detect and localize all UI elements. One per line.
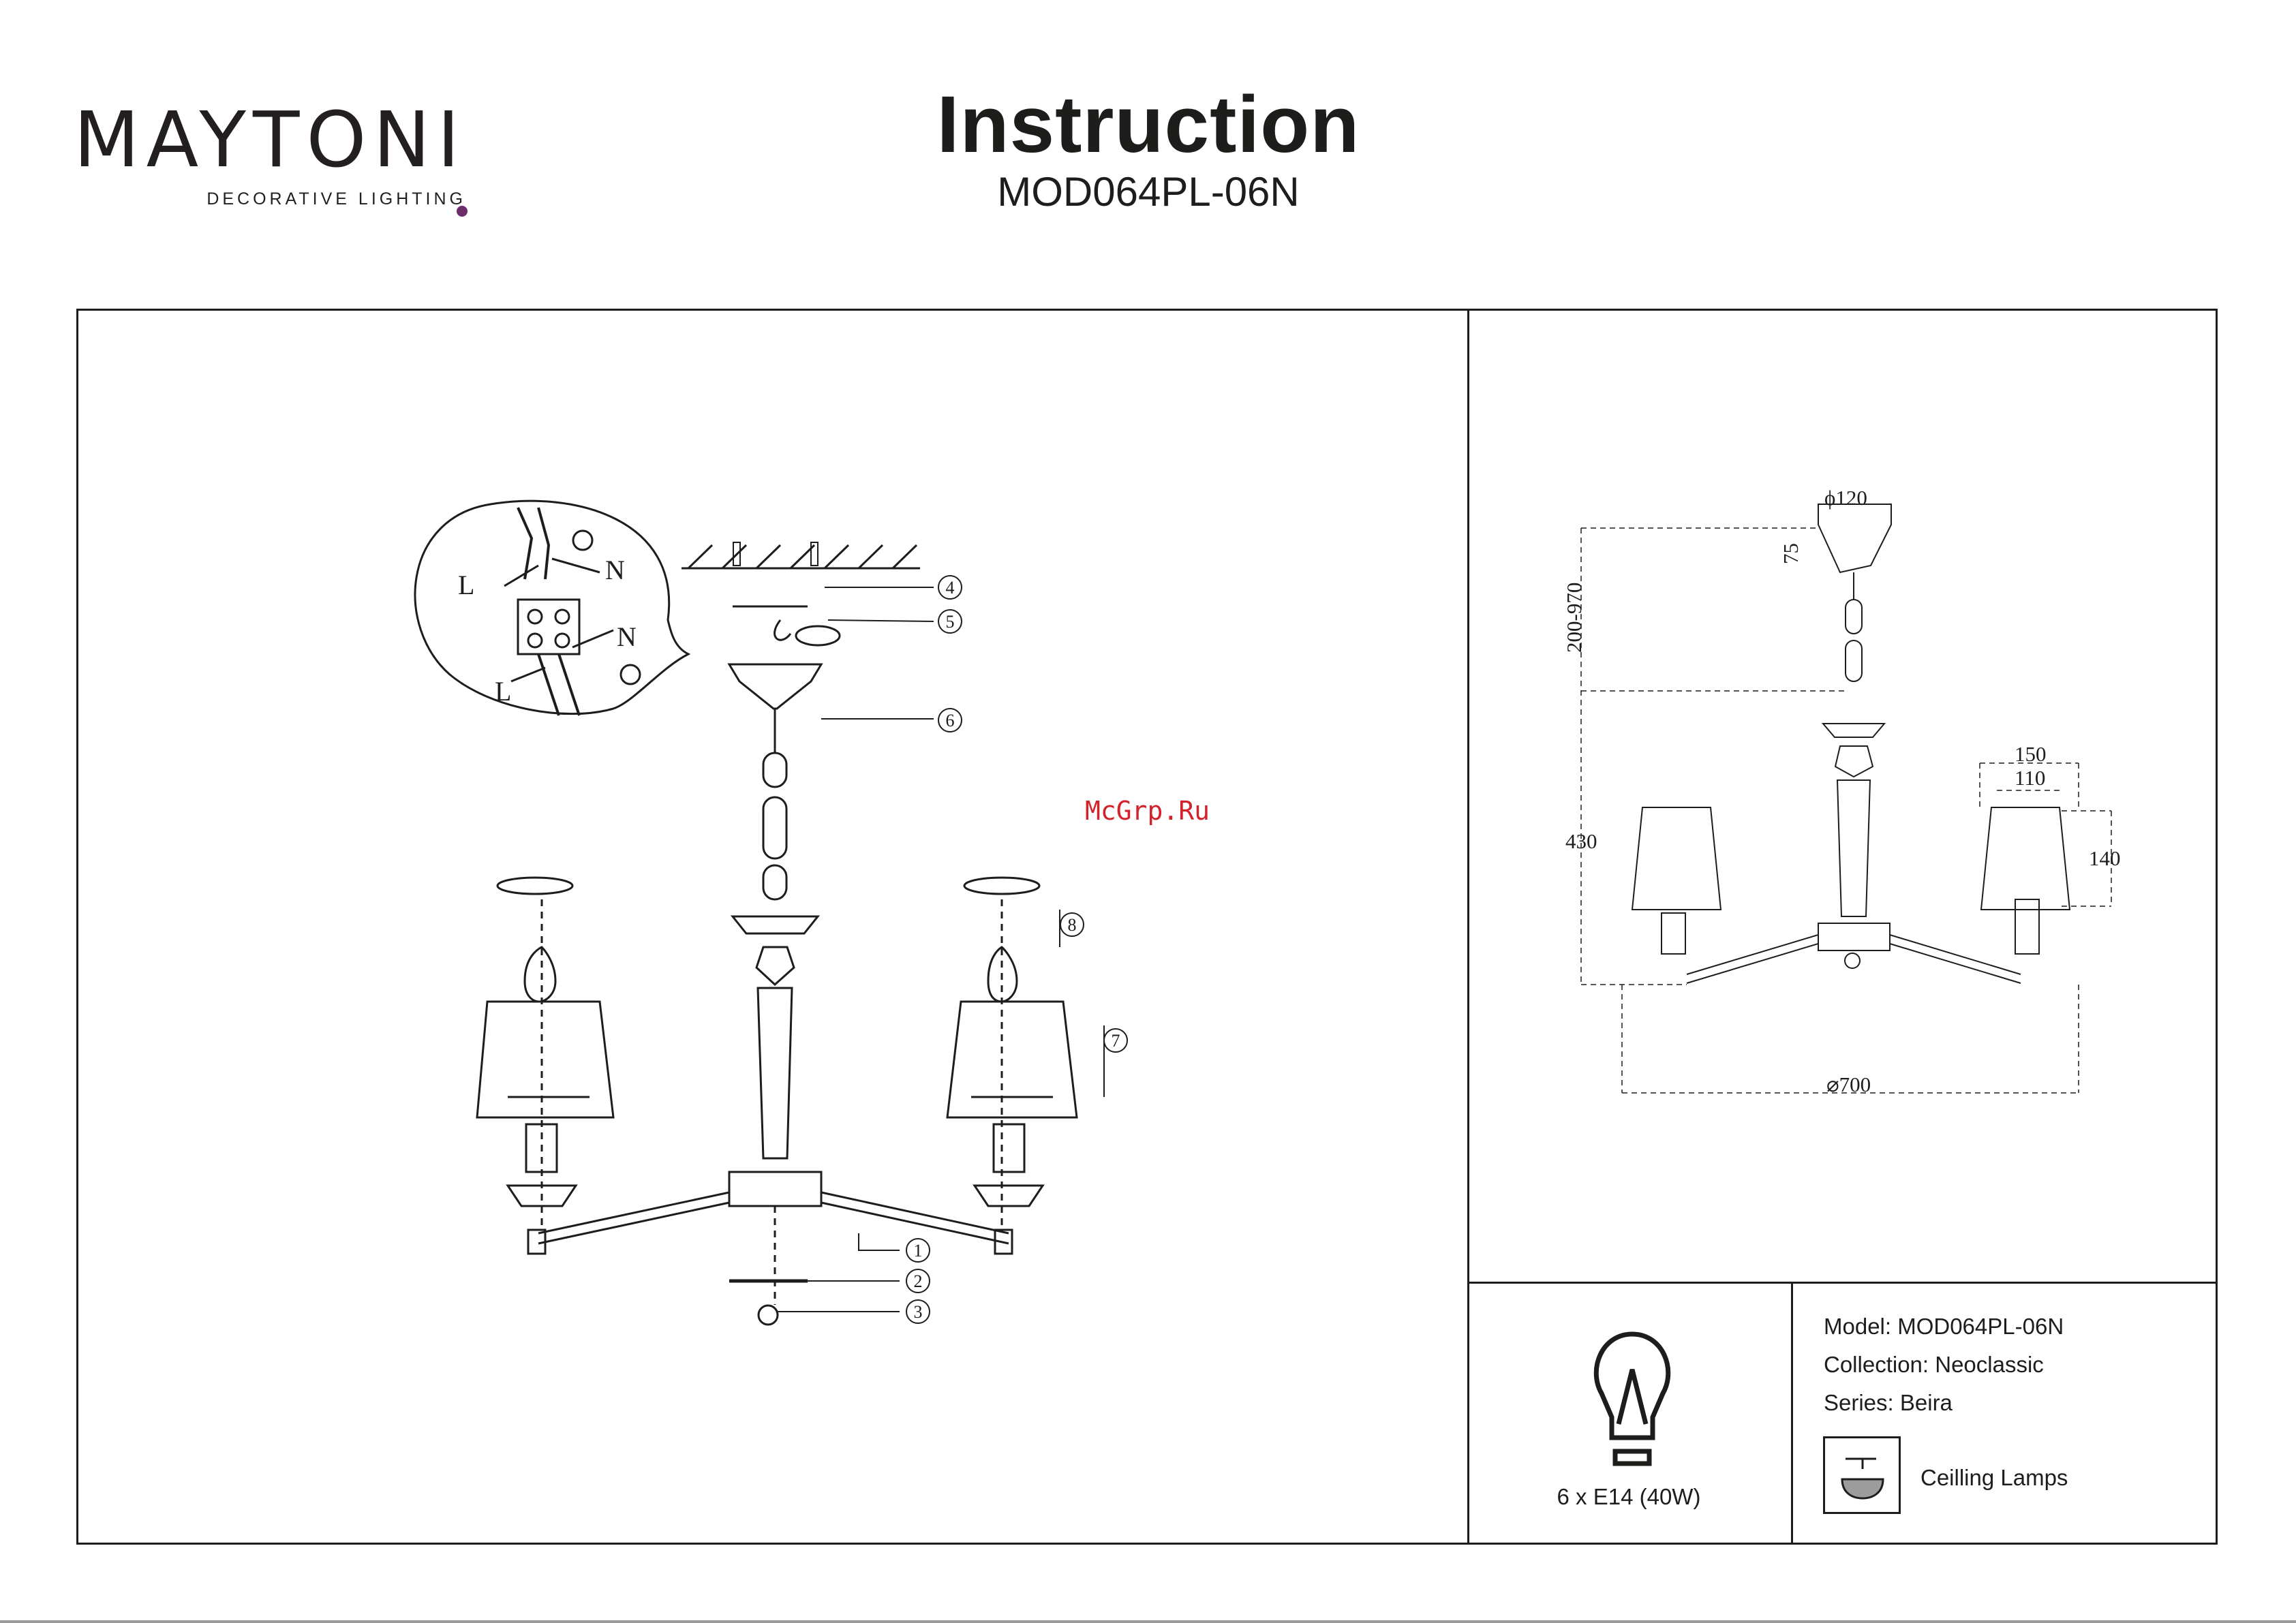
dim-body-height: 430 xyxy=(1565,829,1597,853)
dim-shade-bottom: 110 xyxy=(2015,766,2045,790)
dim-shade-top: 150 xyxy=(2015,742,2047,766)
dim-overall-diameter: ⌀700 xyxy=(1826,1072,1871,1096)
light-bulb-icon xyxy=(1588,1329,1677,1472)
dim-canopy-height: 75 xyxy=(1779,543,1803,564)
dim-canopy-diameter: ϕ120 xyxy=(1824,486,1867,510)
spec-model: Model: MOD064PL-06N xyxy=(1824,1315,2064,1338)
bulb-spec: 6 x E14 (40W) xyxy=(1472,1484,1786,1510)
bottom-rule xyxy=(0,1620,2296,1623)
dim-shade-height: 140 xyxy=(2089,846,2121,870)
dim-chain-range: 200-970 xyxy=(1562,583,1586,653)
category-label: Ceilling Lamps xyxy=(1920,1465,2068,1491)
spec-collection: Collection: Neoclassic xyxy=(1824,1353,2044,1376)
spec-series: Series: Beira xyxy=(1824,1391,1953,1414)
ceiling-lamp-icon xyxy=(1823,1436,1901,1514)
